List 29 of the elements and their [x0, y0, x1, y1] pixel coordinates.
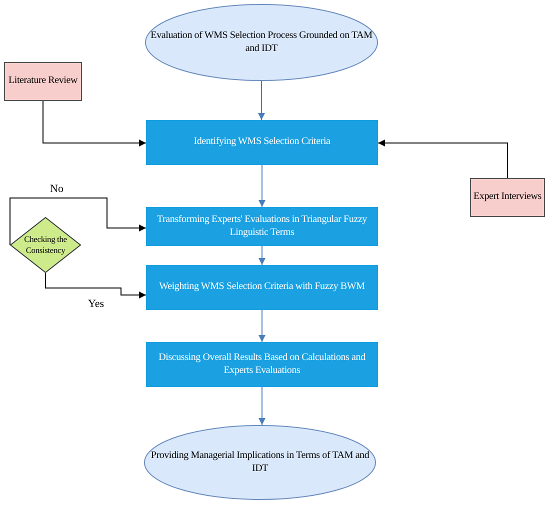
node-text: Providing Managerial Implications in Terms of TAM and IDT: [150, 450, 370, 475]
source-box: [470, 178, 545, 217]
process-box: [146, 342, 378, 387]
arrow: [258, 80, 265, 120]
arrow: [45, 272, 146, 298]
node-text: Evaluation of WMS Selection Process Grounded on TAM and IDT: [150, 30, 374, 55]
node-text: Expert Interviews: [474, 191, 542, 204]
node-text: Transforming Experts' Evaluations in Triangular Fuzzy Linguistic Terms: [156, 214, 368, 239]
arrow: [258, 386, 266, 426]
node-text: Literature Review: [8, 75, 78, 88]
arrow: [42, 100, 146, 146]
arrow: [258, 246, 266, 266]
arrow: [258, 164, 266, 208]
terminal-ellipse: [144, 425, 376, 500]
decision-diamond: [10, 217, 81, 273]
process-box: [146, 207, 378, 246]
node-text: Identifying WMS Selection Criteria: [194, 136, 330, 149]
source-box: [4, 62, 82, 101]
node-text: Discussing Overall Results Based on Calculations and Experts Evaluations: [158, 352, 366, 377]
arrow: [378, 140, 508, 178]
process-box: [146, 265, 378, 310]
terminal-ellipse: [145, 4, 378, 81]
process-box: [146, 120, 378, 165]
arrow: [258, 310, 266, 342]
edge-label: Yes: [88, 298, 104, 310]
node-text: Checking the Consistency: [23, 234, 68, 256]
arrow: [10, 198, 146, 246]
edge-label: No: [50, 183, 64, 195]
node-text: Weighting WMS Selection Criteria with Fuzzy BWM: [159, 281, 365, 294]
